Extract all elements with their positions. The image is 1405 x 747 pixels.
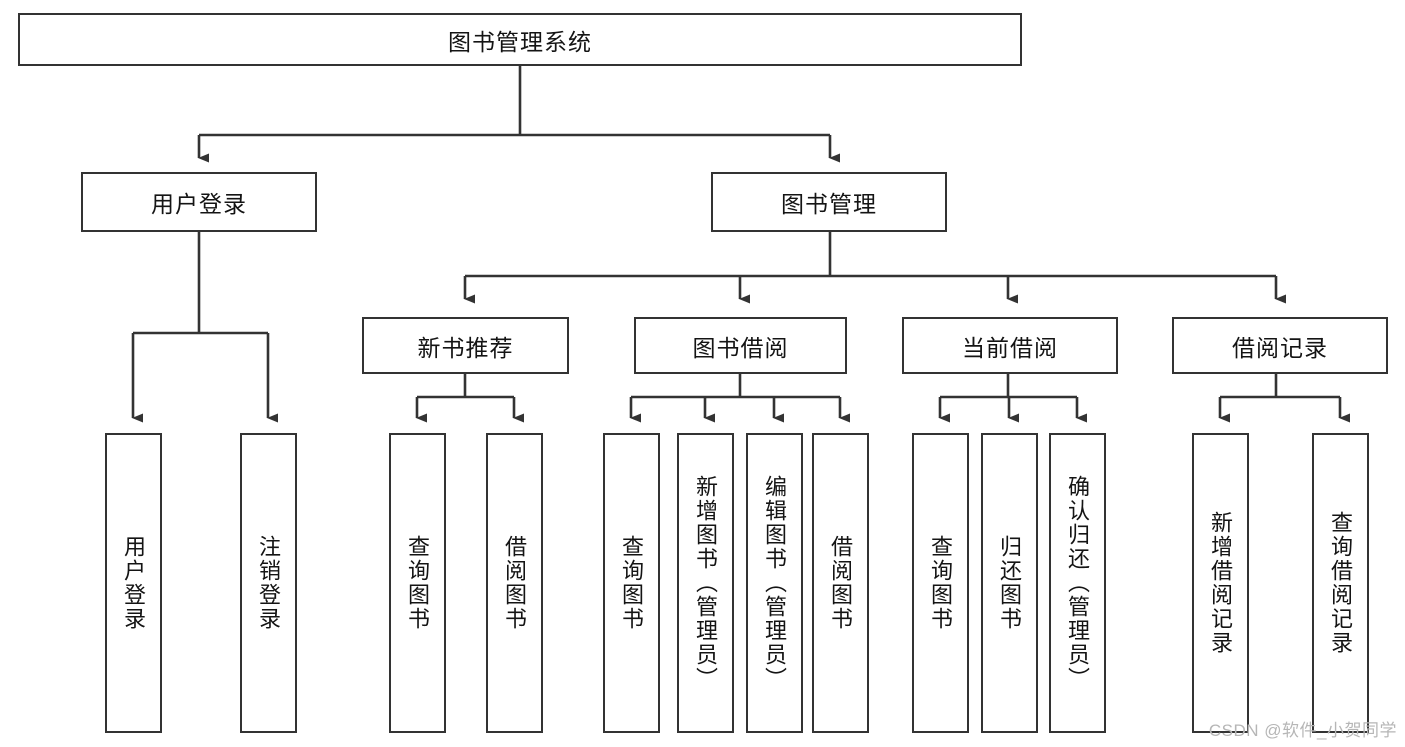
node-leaf-cur-query-label: 查询图书 <box>928 535 954 631</box>
node-leaf-borrow-lend[interactable]: 借阅图书 <box>812 433 869 733</box>
node-new-book-rec-label: 新书推荐 <box>417 334 514 361</box>
node-leaf-rec-query2[interactable]: 查询借阅记录 <box>1312 433 1369 733</box>
node-book-manage-label: 图书管理 <box>781 191 877 217</box>
node-leaf-user-login[interactable]: 用户登录 <box>105 433 162 733</box>
node-root-label: 图书管理系统 <box>448 28 592 55</box>
node-leaf-borrow-query-label: 查询图书 <box>619 535 645 631</box>
node-leaf-rec-query[interactable]: 查询图书 <box>389 433 446 733</box>
node-leaf-borrow-add-label: 新增图书（管理员） <box>693 475 719 691</box>
node-borrow-record[interactable]: 借阅记录 <box>1172 317 1388 374</box>
node-leaf-borrow-lend-label: 借阅图书 <box>828 535 854 631</box>
node-current-borrow-label: 当前借阅 <box>962 334 1058 361</box>
node-book-borrow-label: 图书借阅 <box>692 334 789 361</box>
node-leaf-cur-query[interactable]: 查询图书 <box>912 433 969 733</box>
node-book-borrow[interactable]: 图书借阅 <box>634 317 847 374</box>
node-leaf-borrow-edit[interactable]: 编辑图书（管理员） <box>746 433 803 733</box>
node-leaf-cur-return[interactable]: 归还图书 <box>981 433 1038 733</box>
node-new-book-rec[interactable]: 新书推荐 <box>362 317 569 374</box>
node-leaf-borrow-add[interactable]: 新增图书（管理员） <box>677 433 734 733</box>
node-leaf-user-login-label: 用户登录 <box>121 535 147 631</box>
node-leaf-borrow-edit-label: 编辑图书（管理员） <box>762 475 788 691</box>
node-leaf-user-logout[interactable]: 注销登录 <box>240 433 297 733</box>
node-leaf-rec-borrow[interactable]: 借阅图书 <box>486 433 543 733</box>
node-leaf-user-logout-label: 注销登录 <box>256 535 282 631</box>
node-user-login[interactable]: 用户登录 <box>81 172 317 232</box>
node-book-manage[interactable]: 图书管理 <box>711 172 947 232</box>
node-root[interactable]: 图书管理系统 <box>18 13 1022 66</box>
node-leaf-cur-confirm[interactable]: 确认归还（管理员） <box>1049 433 1106 733</box>
node-leaf-rec-add[interactable]: 新增借阅记录 <box>1192 433 1249 733</box>
node-leaf-cur-confirm-label: 确认归还（管理员） <box>1065 475 1091 691</box>
node-leaf-rec-query-label: 查询图书 <box>405 535 431 631</box>
node-leaf-borrow-query[interactable]: 查询图书 <box>603 433 660 733</box>
node-borrow-record-label: 借阅记录 <box>1232 334 1328 361</box>
node-leaf-cur-return-label: 归还图书 <box>997 535 1023 631</box>
node-current-borrow[interactable]: 当前借阅 <box>902 317 1118 374</box>
node-leaf-rec-add-label: 新增借阅记录 <box>1208 511 1234 655</box>
node-user-login-label: 用户登录 <box>151 191 247 217</box>
node-leaf-rec-borrow-label: 借阅图书 <box>502 535 528 631</box>
watermark-text: CSDN @软件_小贺同学 <box>1208 721 1397 740</box>
node-leaf-rec-query2-label: 查询借阅记录 <box>1328 511 1354 655</box>
